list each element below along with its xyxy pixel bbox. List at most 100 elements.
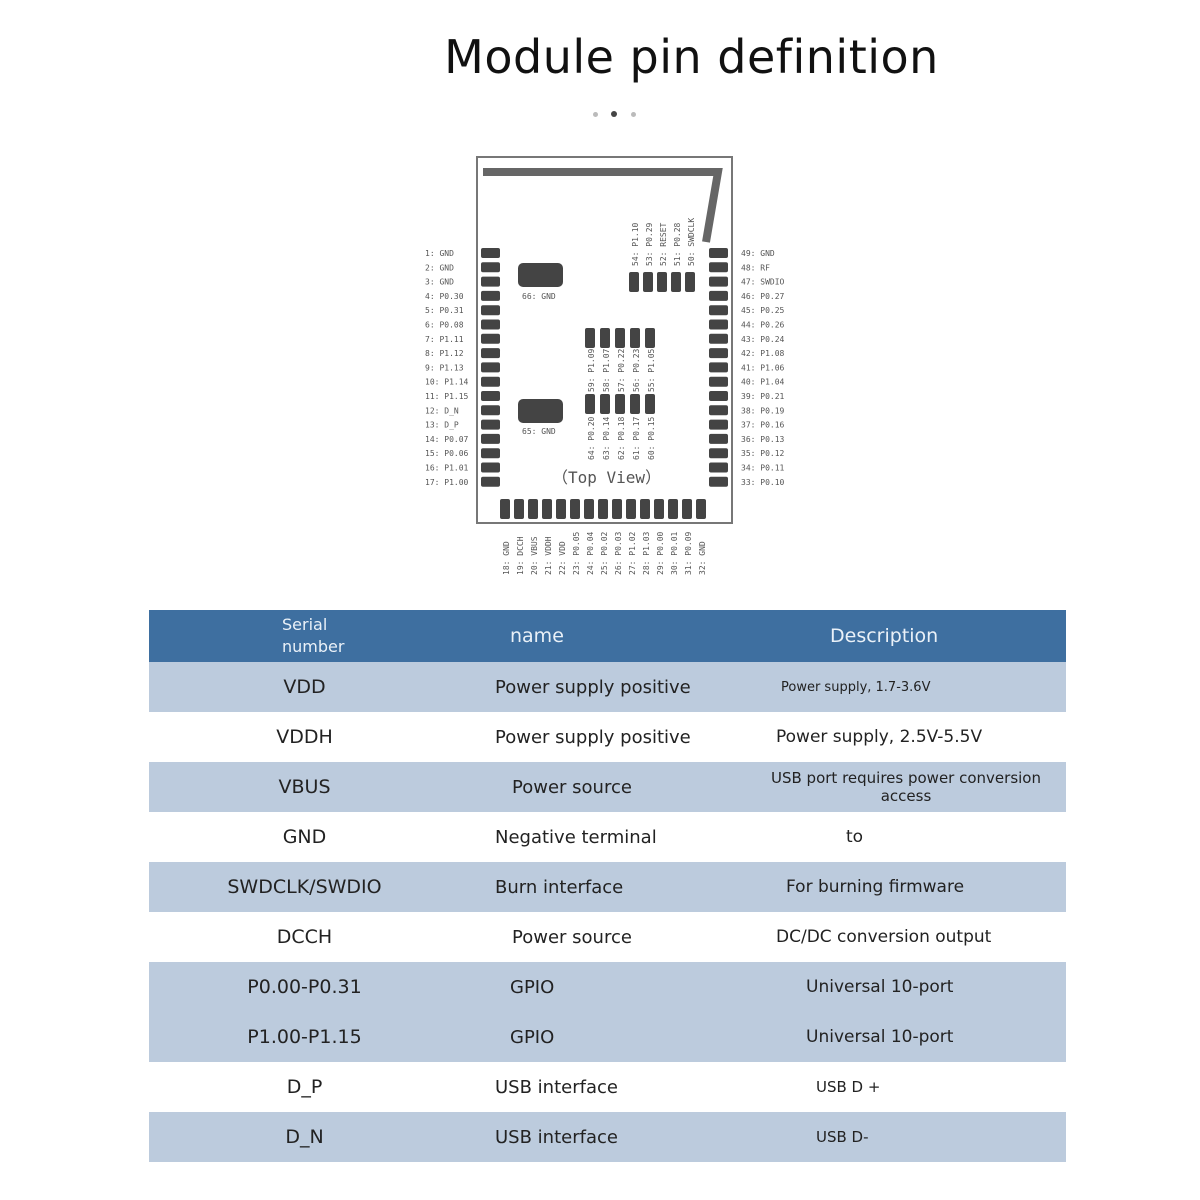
left-pin-label: 12: D_N (425, 406, 459, 415)
right-pin-pad (709, 362, 728, 373)
left-pin-label: 1: GND (425, 249, 454, 258)
right-pin-label: 45: P0.25 (741, 306, 785, 315)
bottom-pin-pad (682, 499, 692, 519)
right-pin-pad (709, 462, 728, 473)
left-pin-pad (481, 476, 500, 487)
bottom-pin-label: 19: DCCH (516, 536, 525, 575)
top-pin-pad (657, 272, 667, 292)
left-pin-pad (481, 319, 500, 330)
right-pin-label: 41: P1.06 (741, 363, 785, 372)
bottom-pin-pad (626, 499, 636, 519)
right-pin-pad (709, 333, 728, 344)
inner-bottom-pin-pad (630, 394, 640, 414)
right-pin-label: 34: P0.11 (741, 464, 785, 473)
right-pin-pad (709, 448, 728, 459)
cell-name: USB interface (480, 1112, 746, 1162)
header-serial-line1: Serial (282, 615, 328, 634)
inner-bottom-pin-label: 61: P0.17 (632, 416, 641, 460)
left-pin-label: 7: P1.11 (425, 335, 464, 344)
right-pin-pad (709, 319, 728, 330)
cell-serial: GND (282, 826, 327, 848)
carousel-dot-active[interactable] (611, 111, 617, 117)
bottom-pin-pad (654, 499, 664, 519)
left-pin-label: 11: P1.15 (425, 392, 469, 401)
bottom-pin-pad (570, 499, 580, 519)
right-pin-pad (709, 348, 728, 359)
left-pin-label: 4: P0.30 (425, 292, 464, 301)
right-pin-pad (709, 305, 728, 316)
inner-bottom-pin-pad (600, 394, 610, 414)
top-view-label: （Top View） (552, 468, 661, 487)
right-pin-pad (709, 391, 728, 401)
right-pin-pad (709, 376, 728, 387)
bottom-pin-label: 23: P0.05 (572, 531, 581, 575)
left-pin-label: 13: D_P (425, 421, 459, 430)
left-pin-label: 16: P1.01 (425, 464, 469, 473)
left-pin-pad (481, 376, 500, 387)
cell-serial: VBUS (149, 762, 480, 812)
left-pin-pad (481, 348, 500, 359)
cell-name: USB interface (495, 1076, 618, 1098)
inner-bottom-pin-label: 60: P0.15 (647, 416, 656, 460)
top-pin-pad (629, 272, 639, 292)
bottom-pin-label: 27: P1.02 (628, 531, 637, 575)
cell-name: Power supply positive (480, 662, 746, 712)
left-pin-label: 3: GND (425, 278, 454, 287)
right-pin-label: 44: P0.26 (741, 321, 785, 330)
cell-description: Universal 10-port (746, 1012, 1066, 1062)
header-serial-line2: number (282, 637, 345, 656)
carousel-dot[interactable] (593, 112, 598, 117)
cell-name: Power supply positive (495, 726, 691, 748)
top-pin-label: 51: P0.28 (673, 222, 682, 266)
table-header-row: Serial number name Description (149, 610, 1066, 662)
carousel-dot[interactable] (631, 112, 636, 117)
right-pin-label: 38: P0.19 (741, 406, 785, 415)
bottom-pin-pad (542, 499, 552, 519)
left-pin-label: 5: P0.31 (425, 306, 464, 315)
inner-top-pin-label: 56: P0.23 (632, 348, 641, 392)
bottom-pin-pad (598, 499, 608, 519)
gnd-pad-top (518, 263, 563, 287)
bottom-pin-label: 28: P1.03 (642, 531, 651, 575)
cell-name: GPIO (480, 962, 746, 1012)
right-pin-label: 47: SWDIO (741, 278, 785, 287)
header-serial-number: Serial number (149, 610, 480, 662)
bottom-pin-pad (668, 499, 678, 519)
left-pin-pad (481, 405, 500, 416)
inner-bottom-pin-pad (645, 394, 655, 414)
cell-description: USB port requires power conversion acces… (746, 762, 1066, 812)
inner-bottom-pin-label: 63: P0.14 (602, 416, 611, 460)
inner-top-pin-pad (630, 328, 640, 348)
right-pin-pad (709, 419, 728, 430)
right-pin-pad (709, 290, 728, 301)
header-description: Description (746, 610, 1066, 662)
right-pin-label: 36: P0.13 (741, 435, 785, 444)
left-pin-pad (481, 419, 500, 430)
bottom-pin-pad (696, 499, 706, 519)
gnd-pad-bottom-label: 65: GND (522, 427, 556, 436)
top-pin-label: 54: P1.10 (631, 222, 640, 266)
bottom-pin-label: 26: P0.03 (614, 531, 623, 575)
bottom-pin-pad (556, 499, 566, 519)
bottom-pin-pad (640, 499, 650, 519)
inner-top-pin-pad (615, 328, 625, 348)
bottom-pin-pad (584, 499, 594, 519)
inner-top-pin-label: 58: P1.07 (602, 348, 611, 392)
right-pin-label: 42: P1.08 (741, 349, 785, 358)
left-pin-label: 8: P1.12 (425, 349, 464, 358)
right-pin-label: 46: P0.27 (741, 292, 785, 301)
left-pin-label: 2: GND (425, 263, 454, 272)
right-pin-pad (709, 262, 728, 273)
bottom-pin-label: 21: VDDH (544, 536, 553, 575)
bottom-pin-label: 18: GND (502, 541, 511, 575)
inner-top-pin-label: 57: P0.22 (617, 348, 626, 392)
right-pin-label: 39: P0.21 (741, 392, 785, 401)
bottom-pin-pad (500, 499, 510, 519)
